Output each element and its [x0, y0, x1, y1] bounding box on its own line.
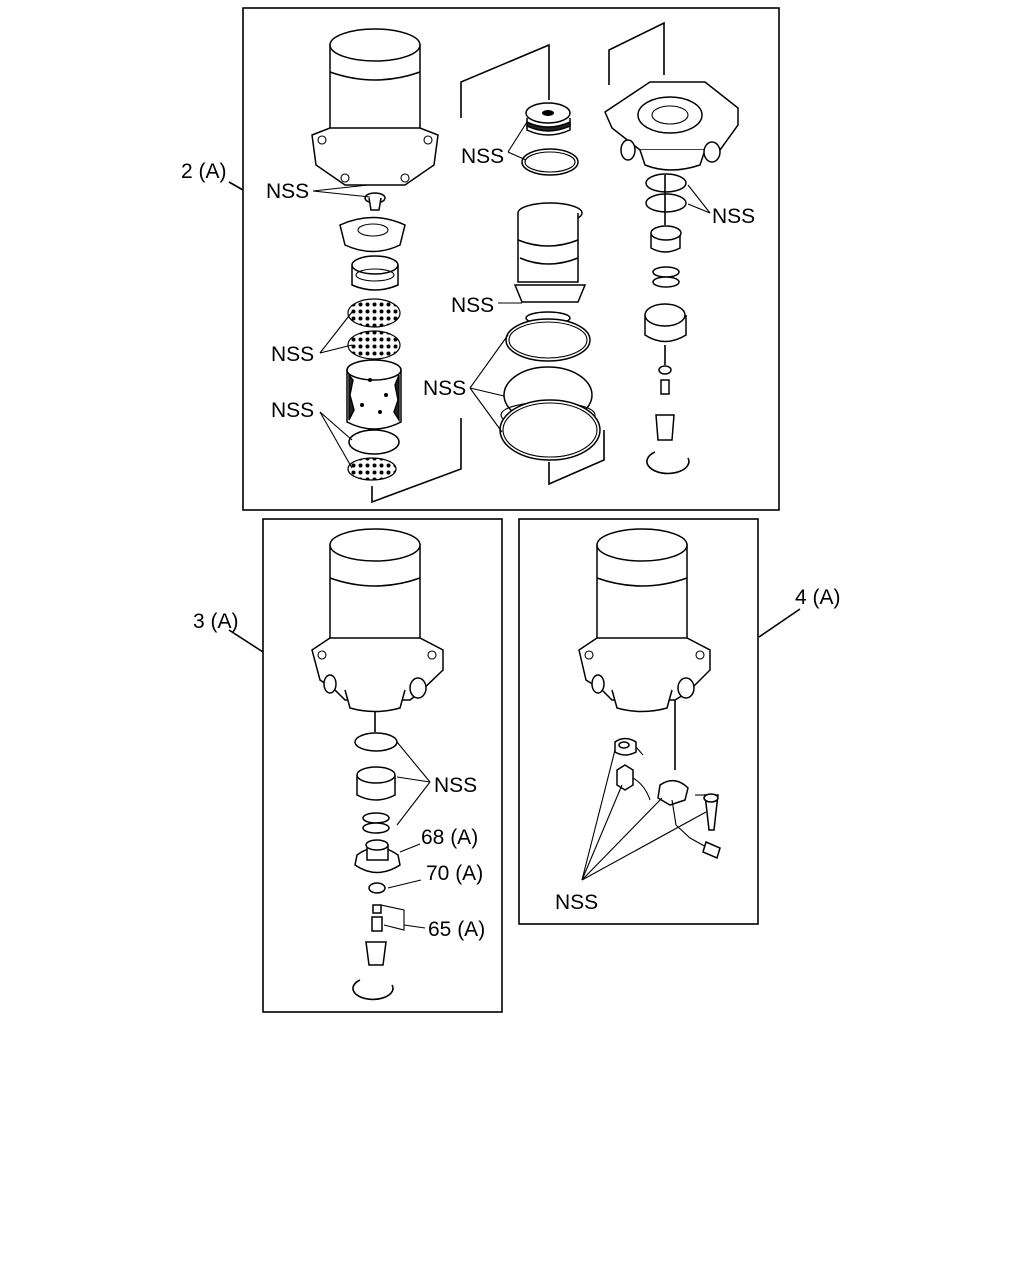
part-65-callout: 65 (A)	[428, 918, 485, 941]
panel-4-callout: 4 (A)	[795, 586, 841, 609]
nss-label: NSS	[271, 343, 314, 366]
right-stack-parts	[604, 21, 739, 475]
nss-label: NSS	[555, 891, 598, 914]
panel-4-frame	[518, 518, 759, 925]
panel-2-frame	[242, 7, 780, 511]
left-stack-parts	[339, 192, 406, 481]
nss-label: NSS	[423, 377, 466, 400]
panel-3-parts	[352, 712, 401, 1001]
nss-label: NSS	[451, 294, 494, 317]
right-stack-leaders	[687, 184, 711, 214]
canister-left	[311, 28, 439, 186]
nss-label: NSS	[712, 205, 755, 228]
panel-4-leaders	[581, 608, 801, 881]
part-70-callout: 70 (A)	[426, 862, 483, 885]
canister-panel-3	[311, 528, 444, 713]
panel-4-parts	[614, 700, 721, 860]
nss-label: NSS	[266, 180, 309, 203]
nss-label: NSS	[271, 399, 314, 422]
middle-stack-parts	[460, 43, 605, 486]
panel-3-frame	[262, 518, 503, 1013]
canister-panel-4	[578, 528, 711, 713]
panel-2-callout: 2 (A)	[181, 160, 227, 183]
middle-stack-leaders	[469, 121, 528, 433]
nss-label: NSS	[461, 145, 504, 168]
nss-label: NSS	[434, 774, 477, 797]
panel-3-callout: 3 (A)	[193, 610, 239, 633]
part-68-callout: 68 (A)	[421, 826, 478, 849]
left-stack-leaders	[228, 181, 462, 504]
panel-3-leaders	[228, 629, 431, 931]
